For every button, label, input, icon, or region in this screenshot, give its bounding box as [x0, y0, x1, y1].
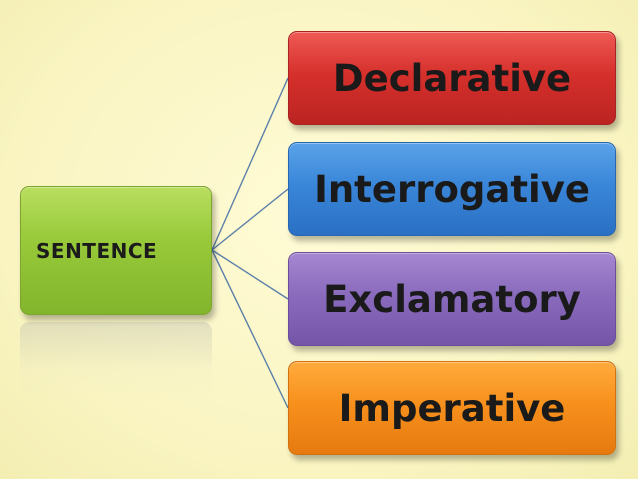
child-node-declarative: Declarative — [288, 31, 616, 125]
connector-exclamatory — [211, 249, 289, 300]
connector-interrogative — [211, 188, 289, 251]
child-label-imperative: Imperative — [338, 386, 566, 430]
child-node-exclamatory: Exclamatory — [288, 252, 616, 346]
connector-imperative — [211, 249, 289, 409]
child-label-declarative: Declarative — [332, 56, 572, 100]
child-label-exclamatory: Exclamatory — [323, 277, 581, 321]
child-label-interrogative: Interrogative — [314, 167, 590, 211]
root-label: SENTENCE — [36, 238, 158, 263]
root-reflection — [20, 322, 212, 400]
child-node-interrogative: Interrogative — [288, 142, 616, 236]
connector-declarative — [211, 77, 289, 251]
root-node: SENTENCE — [20, 186, 212, 315]
child-node-imperative: Imperative — [288, 361, 616, 455]
